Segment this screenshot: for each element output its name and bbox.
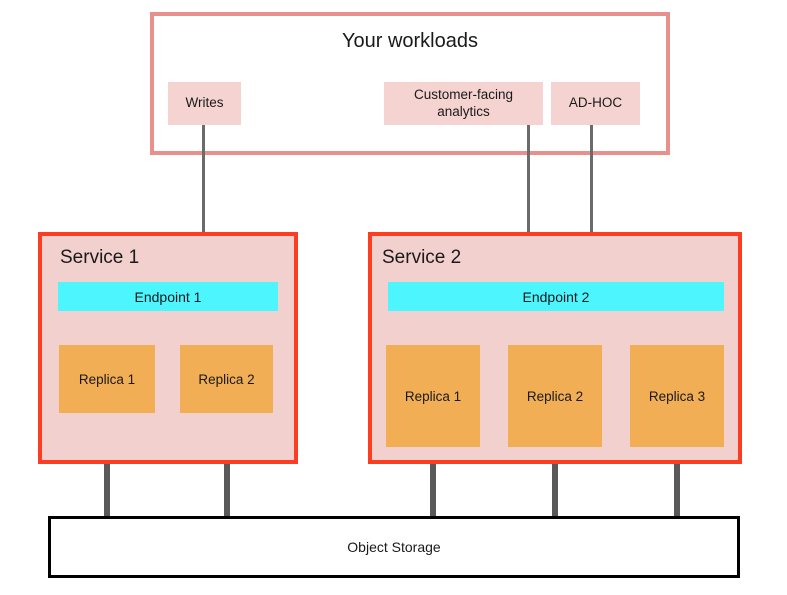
service-2-replica-3[interactable]: Replica 3 — [630, 345, 724, 447]
service-2-replica-1[interactable]: Replica 1 — [386, 345, 480, 447]
connector-s1-replica1-to-storage — [104, 410, 110, 522]
service-1-title: Service 1 — [60, 247, 140, 268]
arrow-line-writes-to-endpoint-1 — [202, 125, 205, 255]
service-2-replica-2[interactable]: Replica 2 — [508, 345, 602, 447]
endpoint-2[interactable]: Endpoint 2 — [388, 282, 724, 311]
workloads-title: Your workloads — [341, 30, 478, 52]
arrow-line-analytics-to-endpoint-2 — [527, 125, 530, 255]
workload-chip-customer-facing-analytics[interactable]: Customer-facing analytics — [384, 82, 543, 125]
endpoint-1[interactable]: Endpoint 1 — [58, 282, 278, 311]
workload-chip-ad-hoc[interactable]: AD-HOC — [551, 82, 640, 125]
connector-s1-replica2-to-storage — [224, 410, 230, 522]
service-1-replica-2[interactable]: Replica 2 — [180, 345, 273, 413]
object-storage-box[interactable]: Object Storage — [48, 516, 740, 578]
service-2-title: Service 2 — [382, 247, 462, 268]
workload-chip-writes[interactable]: Writes — [168, 82, 241, 125]
service-1-replica-1[interactable]: Replica 1 — [59, 345, 155, 413]
connector-s2-replica1-to-storage — [430, 444, 436, 522]
connector-s2-replica2-to-storage — [552, 444, 558, 522]
arrow-line-adhoc-to-endpoint-2 — [590, 125, 593, 255]
connector-s2-replica3-to-storage — [674, 444, 680, 522]
